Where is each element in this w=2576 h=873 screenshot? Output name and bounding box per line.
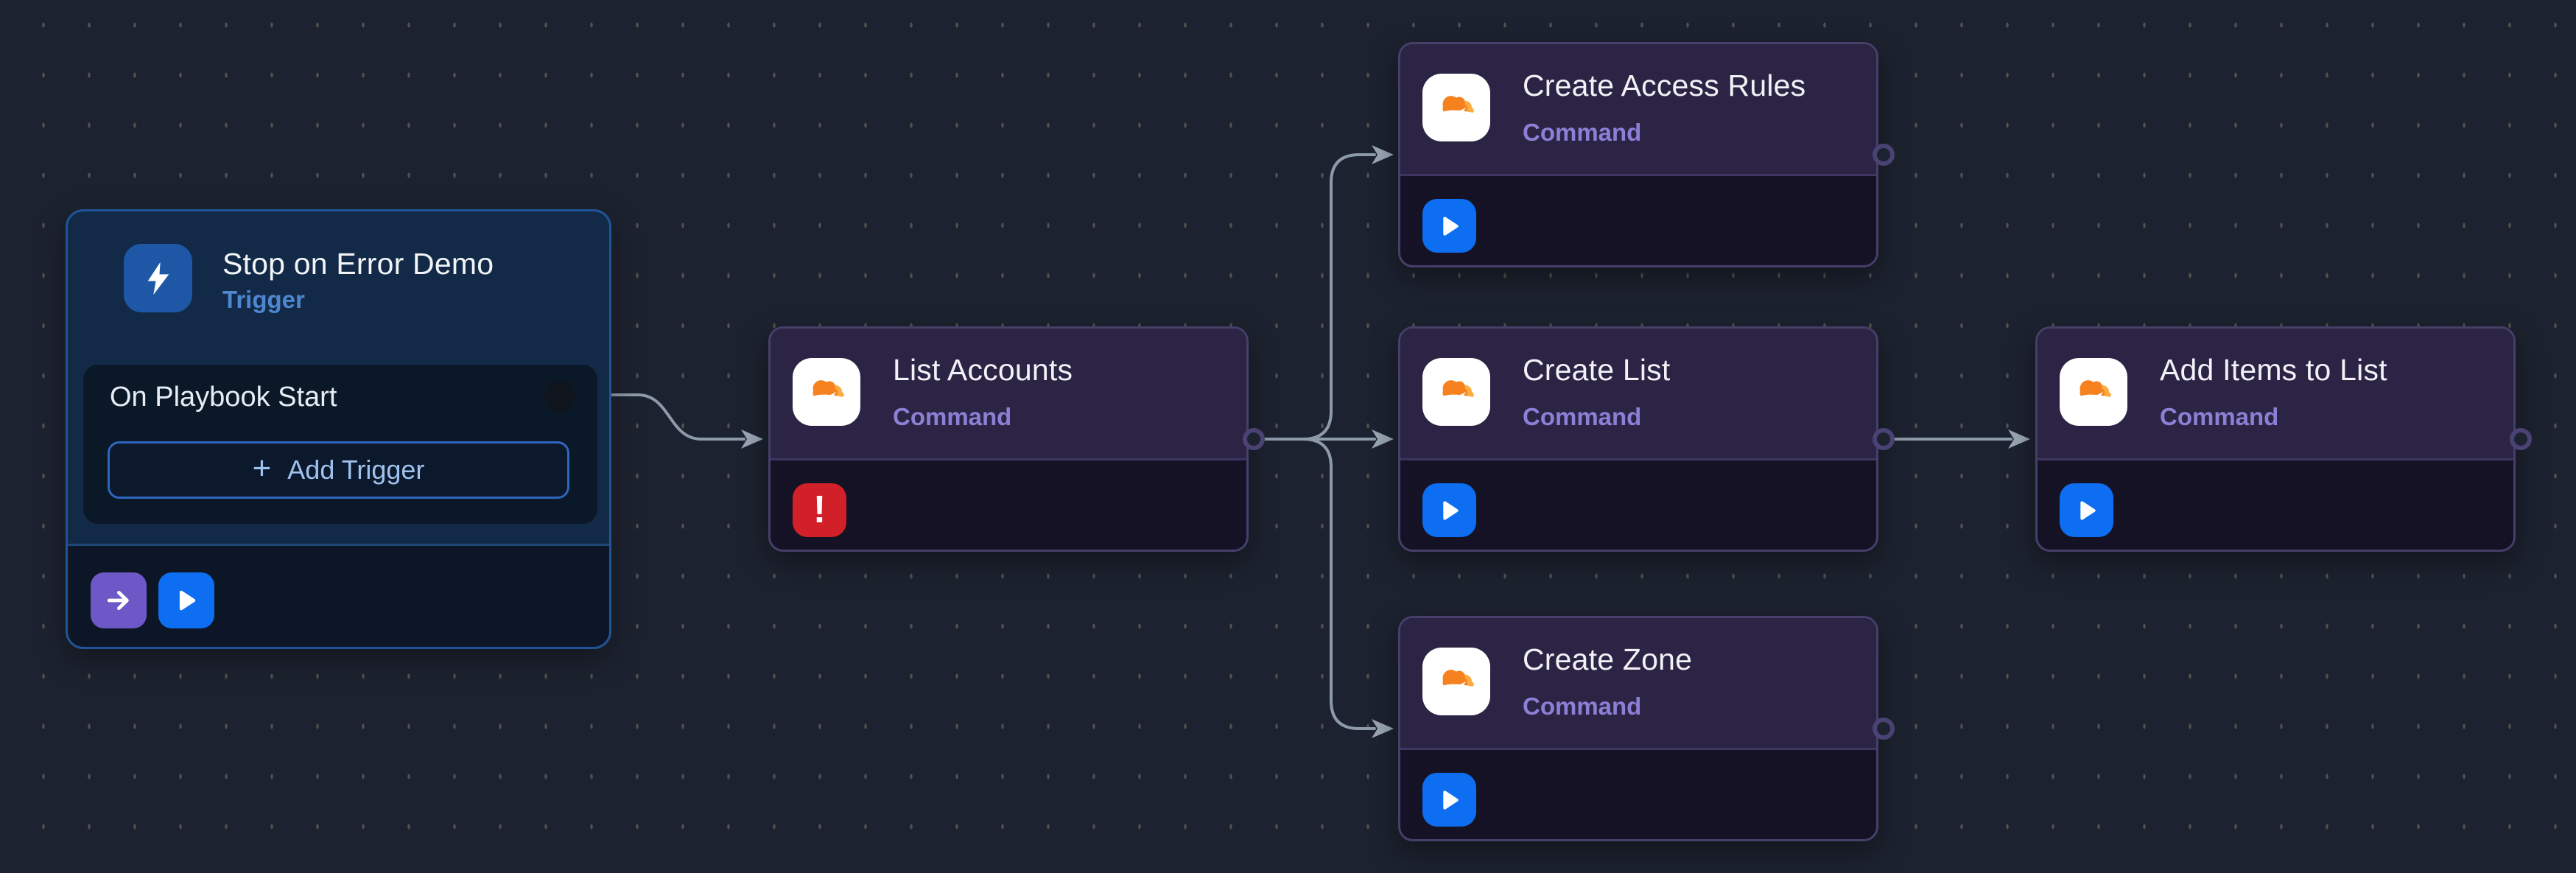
node-type-label: Command [1523, 403, 1642, 430]
node-header: Create Zone Command [1400, 618, 1876, 750]
cloudflare-icon [793, 358, 860, 426]
trigger-node-footer [68, 544, 609, 647]
output-port-create-access-rules[interactable] [1873, 144, 1895, 166]
trigger-output-port[interactable] [544, 381, 575, 412]
cloudflare-icon [1422, 74, 1490, 141]
node-header: List Accounts Command [771, 329, 1246, 460]
node-title: Create Access Rules [1523, 68, 1806, 102]
play-icon[interactable] [1422, 773, 1476, 827]
run-playbook-button[interactable] [158, 572, 214, 628]
play-icon[interactable] [2060, 483, 2113, 537]
trigger-node-header: Stop on Error Demo Trigger [68, 211, 609, 363]
cloudflare-icon [1422, 358, 1490, 426]
node-add-items-to-list[interactable]: Add Items to List Command [2035, 326, 2516, 552]
play-icon[interactable] [1422, 483, 1476, 537]
node-title: Create Zone [1523, 642, 1693, 676]
forward-arrow-button[interactable] [91, 572, 147, 628]
output-port-list-accounts[interactable] [1243, 428, 1265, 450]
add-trigger-button[interactable]: + Add Trigger [108, 441, 569, 499]
lightning-bolt-icon [124, 244, 192, 312]
output-port-create-zone[interactable] [1873, 718, 1895, 740]
plus-icon: + [252, 450, 272, 486]
arrow-right-icon [107, 590, 129, 611]
node-list-accounts[interactable]: List Accounts Command ! [768, 326, 1249, 552]
cloudflare-icon [2060, 358, 2127, 426]
node-title: Create List [1523, 352, 1671, 387]
output-port-create-list[interactable] [1873, 428, 1895, 450]
node-create-access-rules[interactable]: Create Access Rules Command [1398, 42, 1878, 267]
node-header: Create List Command [1400, 329, 1876, 460]
node-create-list[interactable]: Create List Command [1398, 326, 1878, 552]
node-type-label: Trigger [222, 286, 305, 313]
node-header: Add Items to List Command [2038, 329, 2513, 460]
play-icon [179, 590, 196, 611]
trigger-row-on-playbook-start[interactable]: On Playbook Start [110, 381, 337, 413]
node-type-label: Command [2160, 403, 2279, 430]
node-stop-on-error-demo[interactable]: Stop on Error Demo Trigger On Playbook S… [66, 209, 611, 649]
node-type-label: Command [1523, 693, 1642, 720]
add-trigger-label: Add Trigger [287, 455, 425, 485]
output-port-add-items-to-list[interactable] [2510, 428, 2532, 450]
node-create-zone[interactable]: Create Zone Command [1398, 616, 1878, 841]
error-icon[interactable]: ! [793, 483, 846, 537]
node-type-label: Command [1523, 119, 1642, 146]
node-type-label: Command [893, 403, 1012, 430]
cloudflare-icon [1422, 648, 1490, 715]
node-title: List Accounts [893, 352, 1073, 387]
node-header: Create Access Rules Command [1400, 44, 1876, 176]
play-icon[interactable] [1422, 199, 1476, 253]
node-title: Add Items to List [2160, 352, 2387, 387]
trigger-list-panel: On Playbook Start + Add Trigger [83, 365, 597, 524]
node-title: Stop on Error Demo [222, 246, 494, 281]
